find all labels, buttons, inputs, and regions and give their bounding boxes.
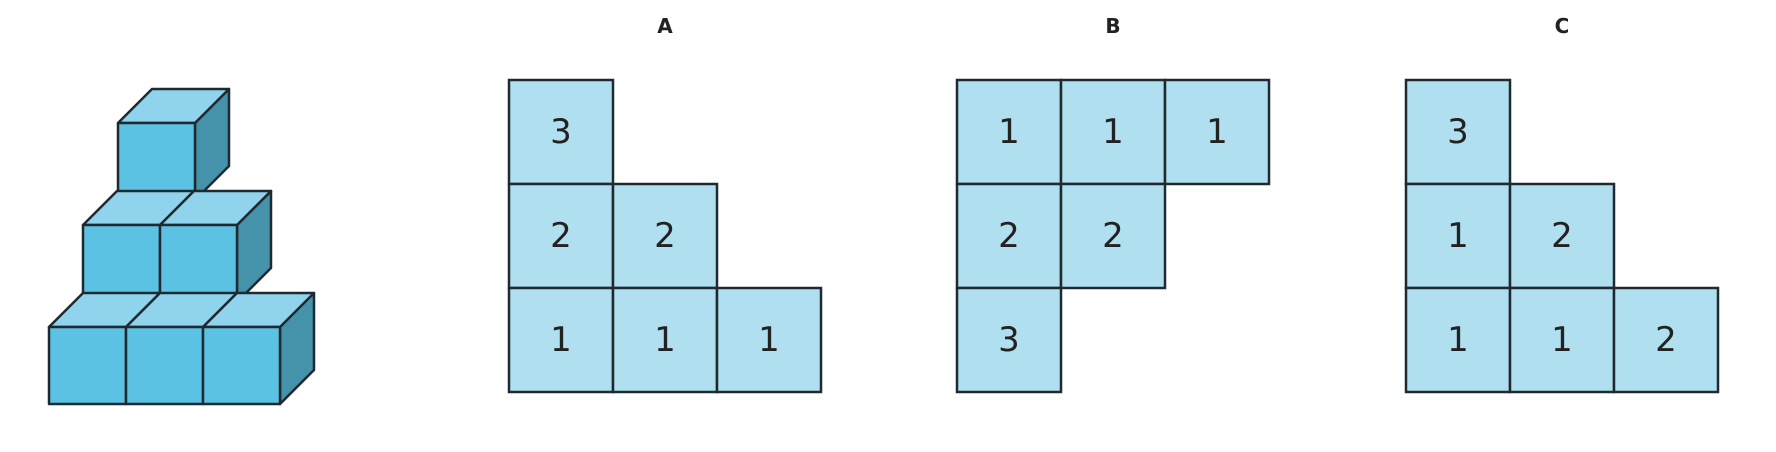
option-a-cell-0-0: 3	[507, 78, 615, 186]
option-c-cell-1-1: 2	[1508, 182, 1616, 290]
grid-cell-square	[1404, 182, 1512, 290]
grid-cell-number: 2	[550, 216, 572, 256]
grid-cell-number: 1	[758, 320, 780, 360]
grid-cell-number: 2	[654, 216, 676, 256]
grid-cell-number: 3	[1447, 112, 1469, 152]
option-a-grid: 3 2 2 1 1 1	[507, 78, 823, 394]
grid-cell-square	[715, 286, 823, 394]
grid-cell-square	[507, 286, 615, 394]
option-a: A 3 2 2 1 1 1	[507, 14, 823, 394]
option-c-label: C	[1555, 14, 1570, 38]
option-b-cell-1-1: 2	[1059, 182, 1167, 290]
grid-cell-square	[1163, 78, 1271, 186]
grid-cell-number: 2	[1551, 216, 1573, 256]
grid-cell-square	[1508, 286, 1616, 394]
grid-cell-square	[611, 182, 719, 290]
grid-cell-number: 1	[1102, 112, 1124, 152]
cube-front-face	[47, 325, 128, 406]
option-b-grid: 1 1 1 2 2 3	[955, 78, 1271, 394]
grid-cell-number: 1	[550, 320, 572, 360]
option-b-cell-2-0: 3	[955, 286, 1063, 394]
grid-cell-square	[1404, 78, 1512, 186]
grid-cell-number: 1	[1551, 320, 1573, 360]
grid-cell-number: 1	[654, 320, 676, 360]
option-b-label: B	[1105, 14, 1120, 38]
cube-0-2	[201, 291, 316, 406]
grid-cell-number: 3	[550, 112, 572, 152]
option-b-cell-0-0: 1	[955, 78, 1063, 186]
option-b-cell-0-1: 1	[1059, 78, 1167, 186]
grid-cell-square	[1612, 286, 1720, 394]
grid-cell-number: 1	[1447, 320, 1469, 360]
option-b-cell-0-2: 1	[1163, 78, 1271, 186]
option-a-cell-1-0: 2	[507, 182, 615, 290]
grid-cell-number: 1	[1447, 216, 1469, 256]
option-b: B 1 1 1 2 2 3	[955, 14, 1271, 394]
grid-cell-square	[1059, 78, 1167, 186]
option-a-cell-2-2: 1	[715, 286, 823, 394]
grid-cell-square	[1508, 182, 1616, 290]
option-c-grid: 3 1 2 1 1 2	[1404, 78, 1720, 394]
cube-front-face	[81, 223, 162, 304]
grid-cell-square	[611, 286, 719, 394]
grid-cell-square	[1059, 182, 1167, 290]
option-a-cell-2-0: 1	[507, 286, 615, 394]
cube-2-0	[116, 87, 231, 202]
grid-cell-square	[955, 286, 1063, 394]
option-b-cell-1-0: 2	[955, 182, 1063, 290]
grid-cell-number: 3	[998, 320, 1020, 360]
option-c-cell-2-1: 1	[1508, 286, 1616, 394]
option-a-cell-1-1: 2	[611, 182, 719, 290]
option-c-cell-2-2: 2	[1612, 286, 1720, 394]
option-a-label: A	[657, 14, 673, 38]
option-c-cell-1-0: 1	[1404, 182, 1512, 290]
cube-front-face	[116, 121, 197, 202]
grid-cell-square	[507, 78, 615, 186]
grid-cell-number: 2	[998, 216, 1020, 256]
grid-cell-number: 2	[1655, 320, 1677, 360]
cube-front-face	[124, 325, 205, 406]
option-c-cell-2-0: 1	[1404, 286, 1512, 394]
grid-cell-number: 2	[1102, 216, 1124, 256]
grid-cell-square	[507, 182, 615, 290]
option-c: C 3 1 2 1 1 2	[1404, 14, 1720, 394]
cube-1-1	[158, 189, 273, 304]
grid-cell-number: 1	[998, 112, 1020, 152]
cube-stack	[47, 87, 316, 406]
option-c-cell-0-0: 3	[1404, 78, 1512, 186]
grid-cell-number: 1	[1206, 112, 1228, 152]
cube-front-face	[158, 223, 239, 304]
cube-front-face	[201, 325, 282, 406]
option-a-cell-2-1: 1	[611, 286, 719, 394]
